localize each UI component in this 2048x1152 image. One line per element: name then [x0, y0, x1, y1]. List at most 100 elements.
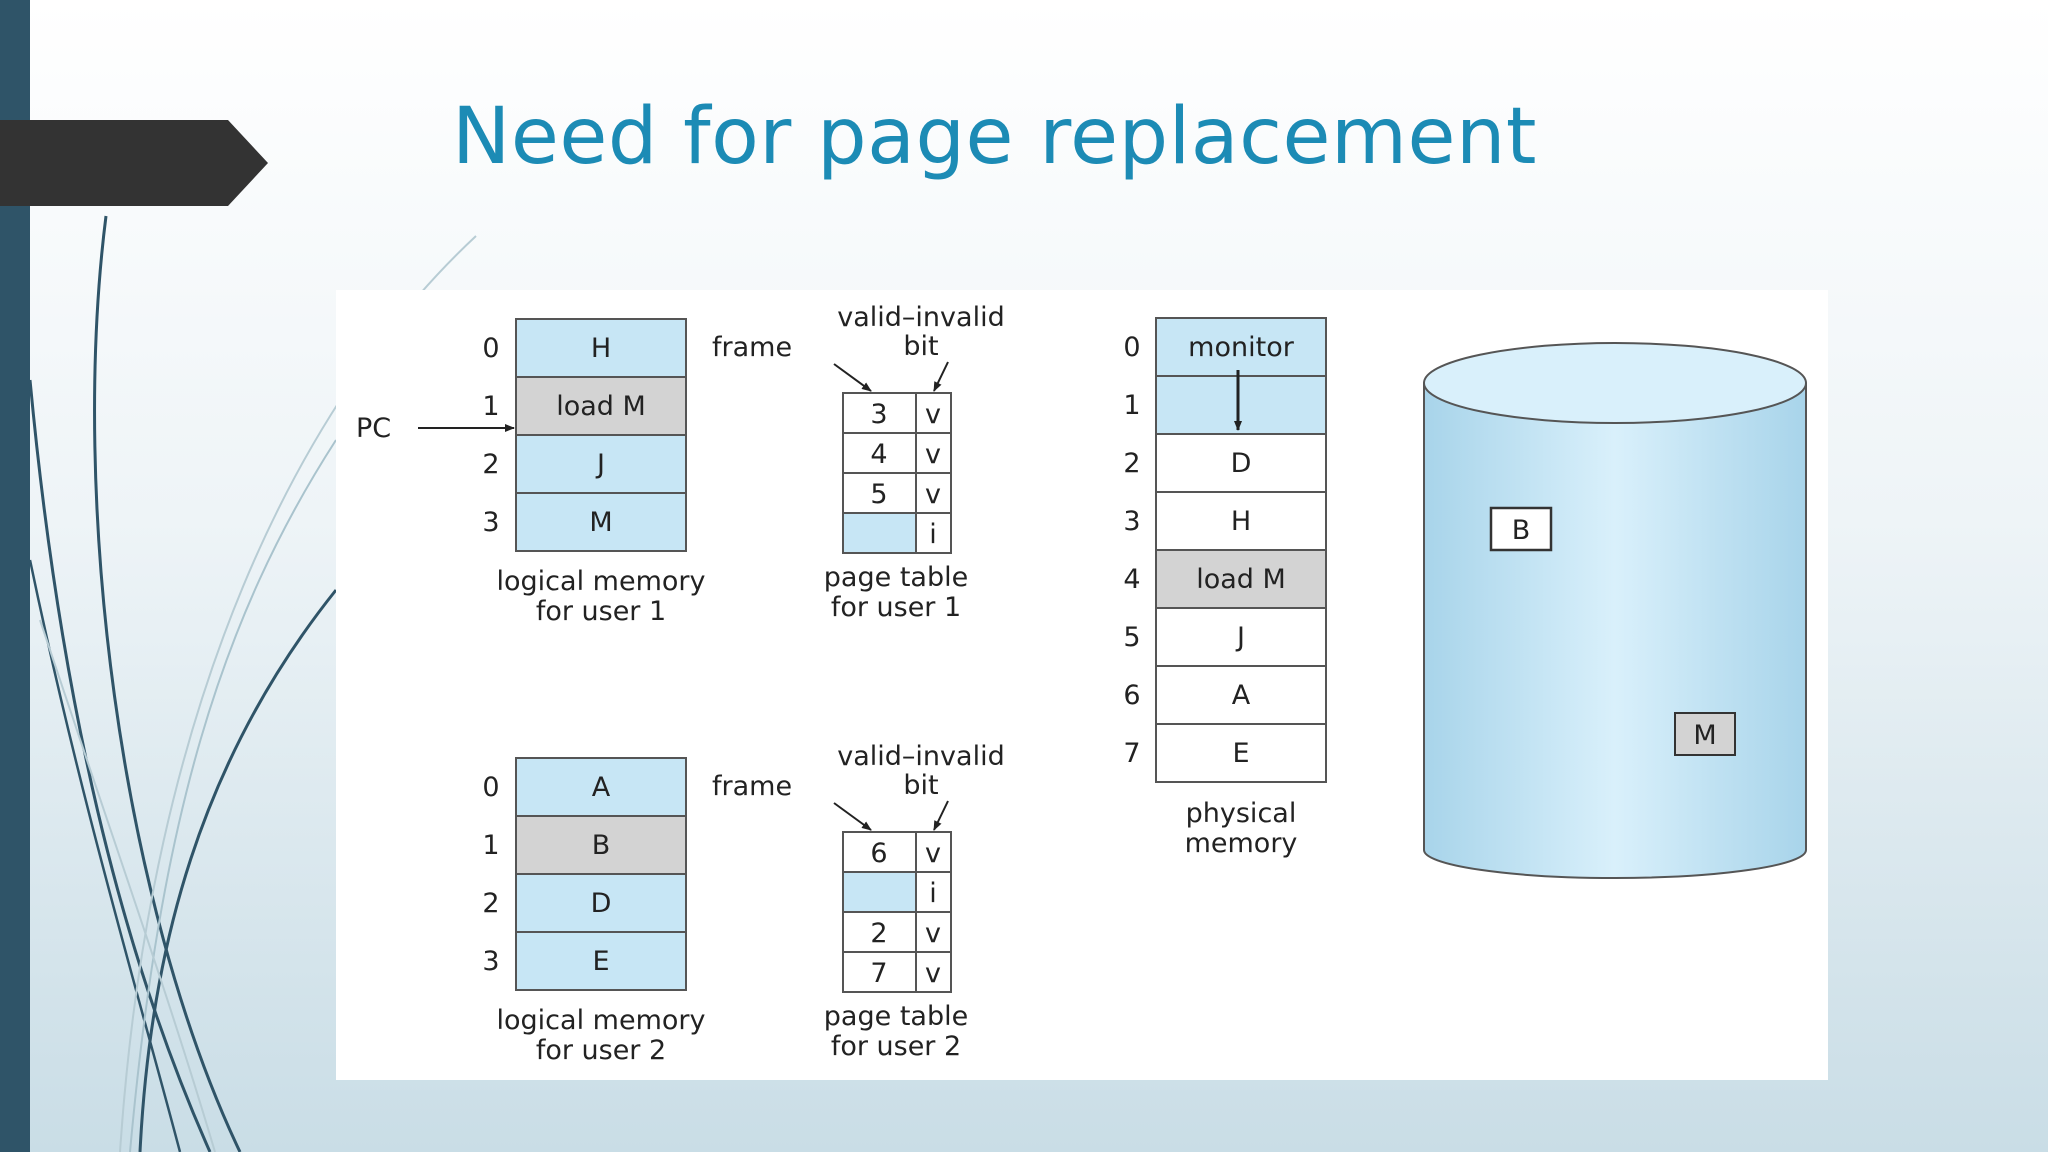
user1-page-table: frame valid–invalid bit 3 v 4 v	[712, 302, 1005, 623]
bit-cell	[915, 472, 952, 514]
frame-index: 7	[1123, 738, 1140, 769]
frame-number: 2	[870, 918, 887, 949]
logical-memory-row: 0 H	[482, 318, 687, 378]
page-table-caption: page table	[824, 562, 968, 593]
physical-frame: 0 monitor	[1123, 317, 1327, 377]
page-content: D	[591, 888, 612, 919]
logical-memory-row: 1 load M	[482, 376, 687, 436]
slide-title: Need for page replacement	[452, 92, 1537, 182]
disk-top	[1423, 342, 1807, 424]
frame-cell	[842, 871, 917, 913]
frame-label: frame	[712, 332, 792, 363]
frame-cell	[842, 432, 917, 474]
frame-content: J	[1235, 622, 1245, 653]
valid-bit: v	[925, 399, 941, 430]
frame-slot	[1155, 665, 1327, 725]
frame-slot	[1155, 433, 1327, 493]
frame-index: 3	[1123, 506, 1140, 537]
backing-store-disk: B M	[1423, 342, 1807, 879]
page-index: 1	[482, 391, 499, 422]
valid-bit: v	[925, 439, 941, 470]
physical-memory-caption: physical	[1186, 798, 1297, 829]
page-index: 0	[482, 333, 499, 364]
frame-label: frame	[712, 771, 792, 802]
memory-cell	[515, 757, 687, 817]
physical-frame: 7 E	[1123, 723, 1327, 783]
page-table-caption: for user 1	[831, 592, 961, 623]
valid-bit: i	[929, 878, 937, 909]
memory-cell	[515, 492, 687, 552]
logical-memory-caption: for user 2	[536, 1035, 666, 1066]
disk-page-label: M	[1693, 720, 1716, 751]
logical-memory-row: 2 D	[482, 873, 687, 933]
frame-index: 5	[1123, 622, 1140, 653]
frame-arrow	[833, 802, 872, 831]
frame-content: monitor	[1188, 332, 1295, 363]
user1-logical-memory: 0 H 1 load M 2 J 3 M logic	[482, 318, 706, 627]
frame-index: 0	[1123, 332, 1140, 363]
logical-memory-row: 3 E	[482, 931, 687, 991]
frame-slot	[1155, 607, 1327, 667]
physical-frame: 5 J	[1123, 607, 1327, 667]
frame-content: E	[1232, 738, 1249, 769]
frame-slot	[1155, 375, 1327, 435]
bit-cell	[915, 512, 952, 554]
valid-invalid-label: valid–invalid	[837, 302, 1004, 333]
page-replacement-figure: 0 H 1 load M 2 J 3 M logic	[336, 290, 1828, 1080]
disk-page: M	[1674, 712, 1736, 756]
physical-frame: 3 H	[1123, 491, 1327, 551]
logical-memory-row: 1 B	[482, 815, 687, 875]
frame-content: load M	[1196, 564, 1286, 595]
page-index: 3	[482, 507, 499, 538]
logical-memory-caption: logical memory	[497, 1005, 706, 1036]
physical-frame: 2 D	[1123, 433, 1327, 493]
page-content: H	[591, 333, 611, 364]
logical-memory-caption: logical memory	[497, 566, 706, 597]
physical-memory-caption: memory	[1185, 828, 1298, 859]
frame-content: A	[1232, 680, 1251, 711]
logical-memory-row: 2 J	[482, 434, 687, 494]
page-table-row: i	[842, 512, 952, 554]
frame-number: 3	[870, 399, 887, 430]
page-table-row: 2 v	[842, 911, 952, 953]
page-content: A	[592, 772, 611, 803]
frame-number: 6	[870, 838, 887, 869]
frame-arrow	[833, 363, 872, 392]
logical-memory-row: 3 M	[482, 492, 687, 552]
bit-cell	[915, 951, 952, 993]
frame-slot	[1155, 723, 1327, 783]
bit-cell	[915, 432, 952, 474]
frame-index: 6	[1123, 680, 1140, 711]
page-table-row: 6 v	[842, 831, 952, 873]
memory-cell	[515, 318, 687, 378]
page-content: load M	[556, 391, 646, 422]
page-table-caption: for user 2	[831, 1031, 961, 1062]
page-index: 2	[482, 449, 499, 480]
frame-number: 7	[870, 958, 887, 989]
memory-cell	[515, 376, 687, 436]
page-content: J	[595, 449, 605, 480]
frame-slot	[1155, 549, 1327, 609]
disk-page-box	[1489, 506, 1553, 552]
valid-bit: v	[925, 479, 941, 510]
user2-page-table: frame valid–invalid bit 6 v i	[712, 741, 1005, 1062]
page-table-row: i	[842, 871, 952, 913]
frame-index: 2	[1123, 448, 1140, 479]
frame-number: 4	[870, 439, 887, 470]
physical-frame: 1	[1123, 370, 1327, 435]
valid-invalid-label: bit	[903, 331, 938, 362]
page-table-row: 4 v	[842, 432, 952, 474]
disk-page-box	[1674, 712, 1736, 756]
frame-index: 1	[1123, 390, 1140, 421]
frame-cell	[842, 512, 917, 554]
logical-memory-caption: for user 1	[536, 596, 666, 627]
page-content: M	[589, 507, 612, 538]
disk-body	[1423, 383, 1807, 879]
title-arrow-tab	[0, 120, 268, 206]
valid-bit: v	[925, 838, 941, 869]
frame-index: 4	[1123, 564, 1140, 595]
pc-pointer: PC	[356, 413, 515, 444]
valid-bit: v	[925, 918, 941, 949]
